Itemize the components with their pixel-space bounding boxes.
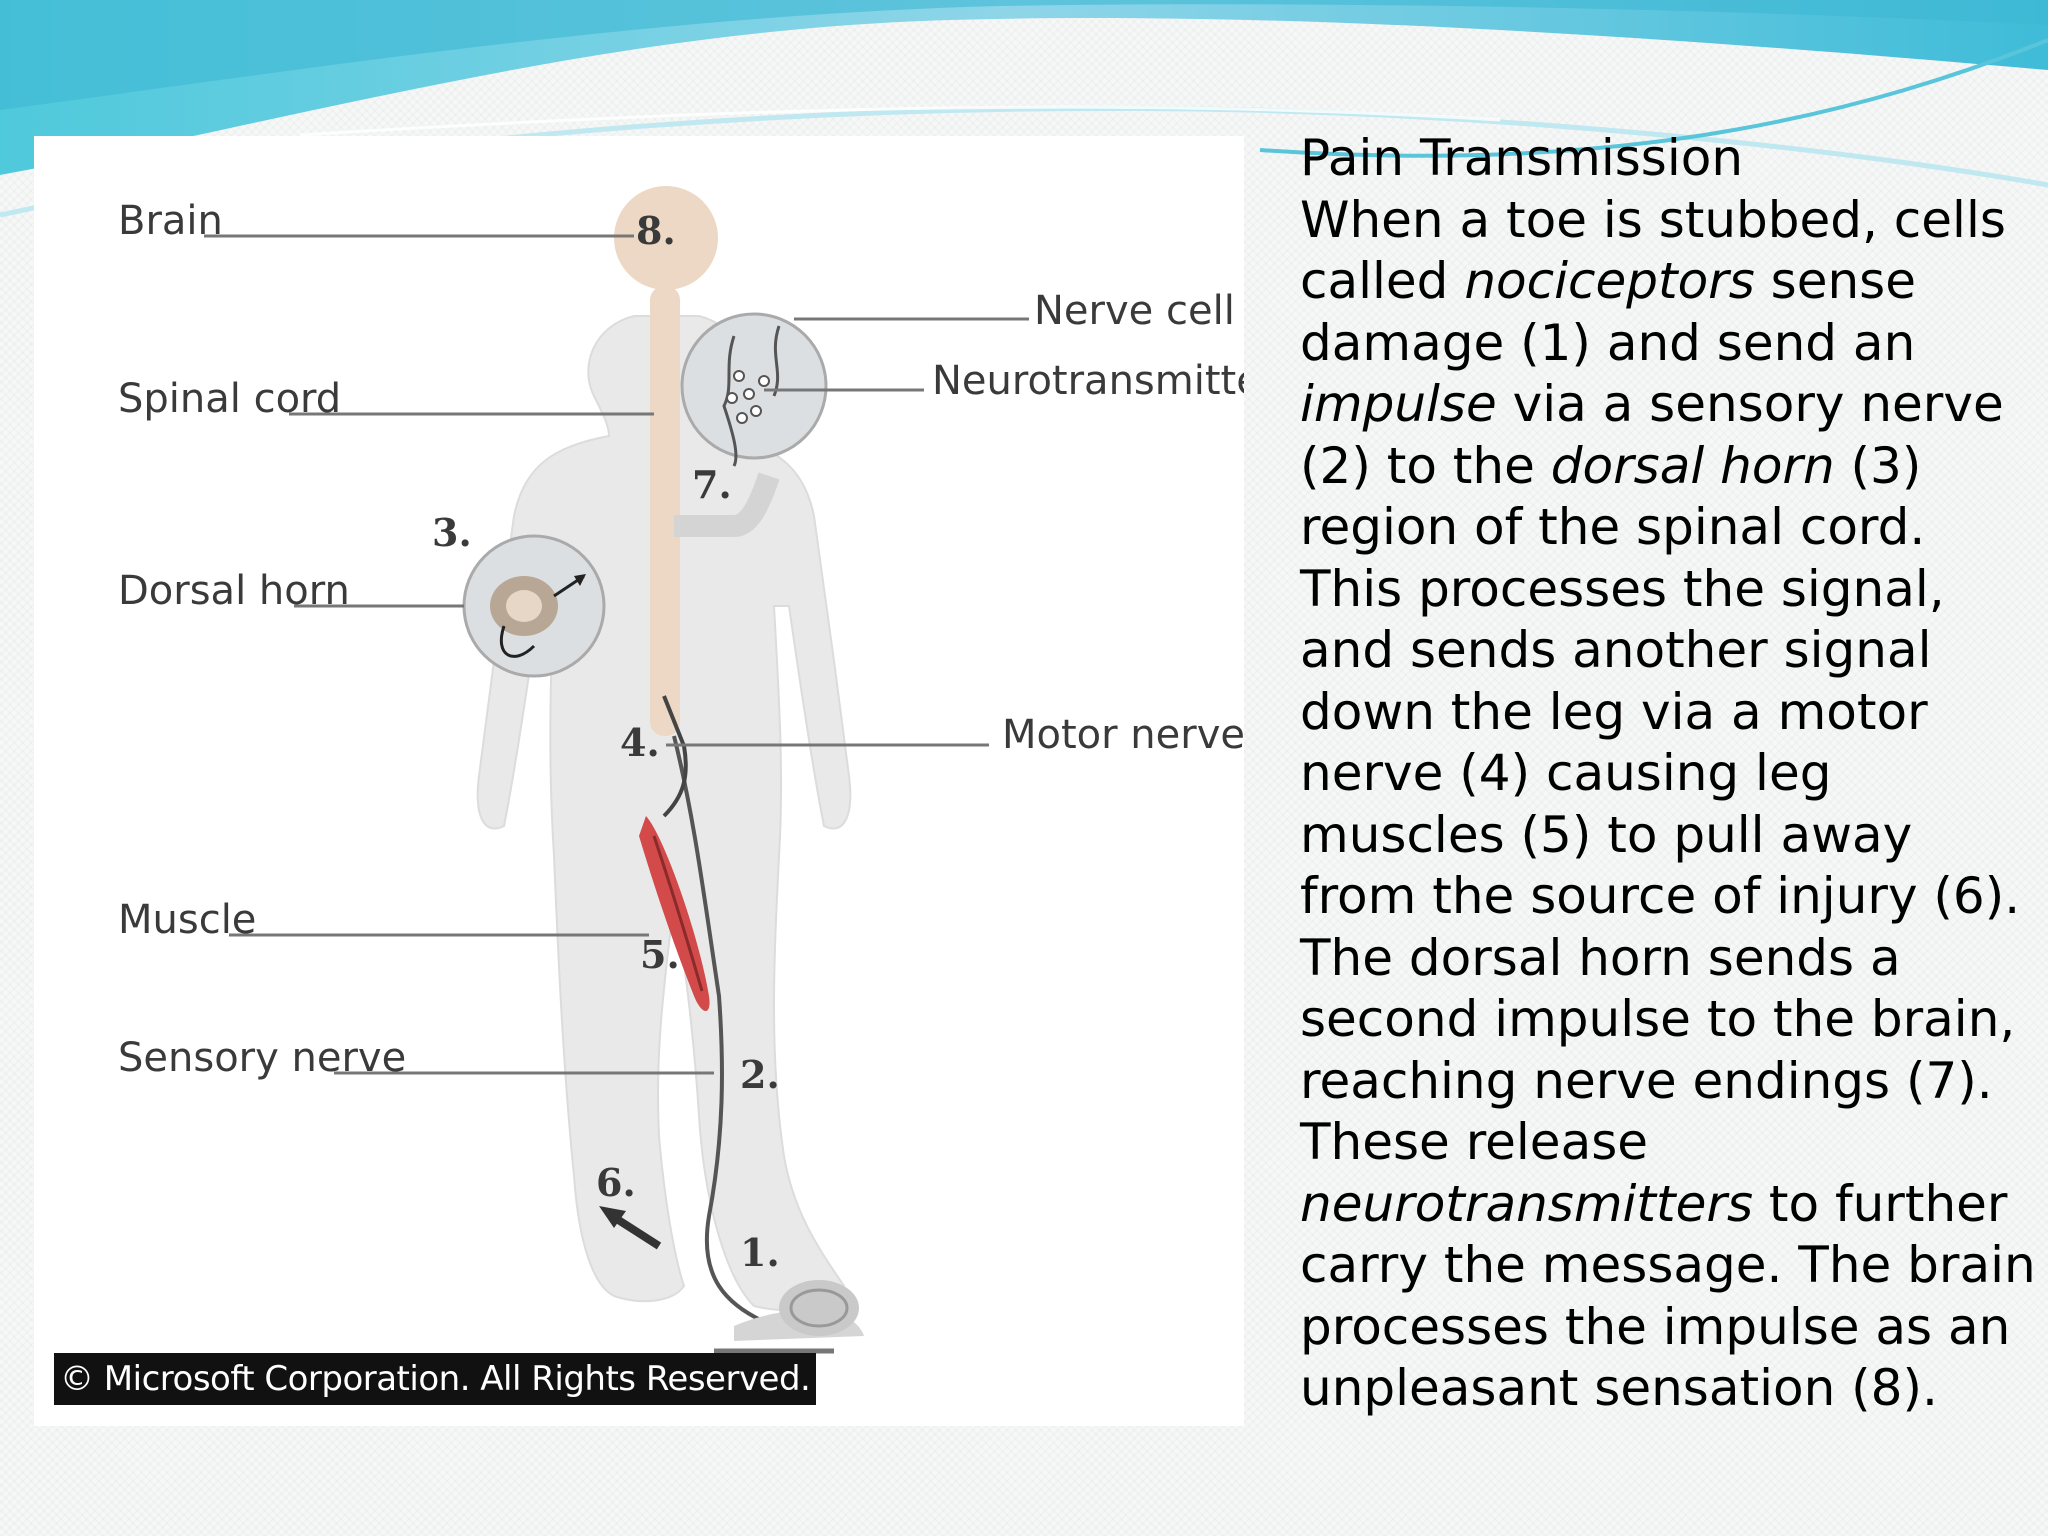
body-run: (3) region of the spinal cord. This proc… — [1300, 436, 2021, 1172]
label-neurotransmitter: Neurotransmitter — [932, 358, 1244, 404]
marker-5: 5. — [640, 932, 680, 977]
slide-text: Pain Transmission When a toe is stubbed,… — [1300, 128, 2040, 1420]
label-dorsal-horn: Dorsal horn — [118, 568, 350, 614]
leader-lines — [204, 234, 1029, 1075]
dorsal-horn-inset — [462, 534, 606, 678]
label-spinal-cord: Spinal cord — [118, 376, 341, 422]
body-term: neurotransmitters — [1300, 1174, 1754, 1233]
marker-6: 6. — [596, 1160, 636, 1205]
body-run: via a sensory nerve (2) to the — [1300, 375, 2004, 495]
marker-4: 4. — [620, 720, 660, 765]
body-term: nociceptors — [1464, 252, 1755, 310]
body-term: impulse — [1300, 375, 1497, 433]
body-term: dorsal horn — [1550, 436, 1835, 495]
slide-title: Pain Transmission — [1300, 129, 1744, 187]
body-run: sense damage (1) and send an — [1300, 252, 1916, 372]
body-run: to further carry the message. The brain … — [1300, 1174, 2036, 1418]
muscle-shape — [639, 816, 710, 1011]
marker-3: 3. — [432, 510, 472, 555]
copyright-notice: © Microsoft Corporation. All Rights Rese… — [54, 1353, 817, 1405]
spinal-cord-shape — [650, 286, 680, 736]
marker-8: 8. — [636, 208, 676, 253]
label-sensory-nerve: Sensory nerve — [118, 1035, 406, 1081]
label-motor-nerve: Motor nerve — [1002, 712, 1244, 758]
pain-pathway-diagram: Brain Spinal cord Dorsal horn Muscle Sen… — [34, 136, 1244, 1426]
stubbed-toe — [714, 1280, 864, 1354]
sensory-nerve-path — [672, 735, 775, 1328]
body-run: When a toe is stubbed, cells called — [1300, 190, 2006, 311]
brain-shape — [614, 186, 718, 290]
marker-1: 1. — [740, 1230, 780, 1275]
label-muscle: Muscle — [118, 897, 256, 943]
diagram-illustration: Brain Spinal cord Dorsal horn Muscle Sen… — [118, 186, 1244, 1354]
label-brain: Brain — [118, 198, 223, 244]
marker-7: 7. — [692, 462, 732, 507]
label-nerve-cell: Nerve cell — [1034, 288, 1235, 334]
slide-body: When a toe is stubbed, cells called noci… — [1300, 191, 2036, 1418]
nerve-endings-arm — [674, 472, 780, 537]
marker-2: 2. — [740, 1052, 780, 1097]
